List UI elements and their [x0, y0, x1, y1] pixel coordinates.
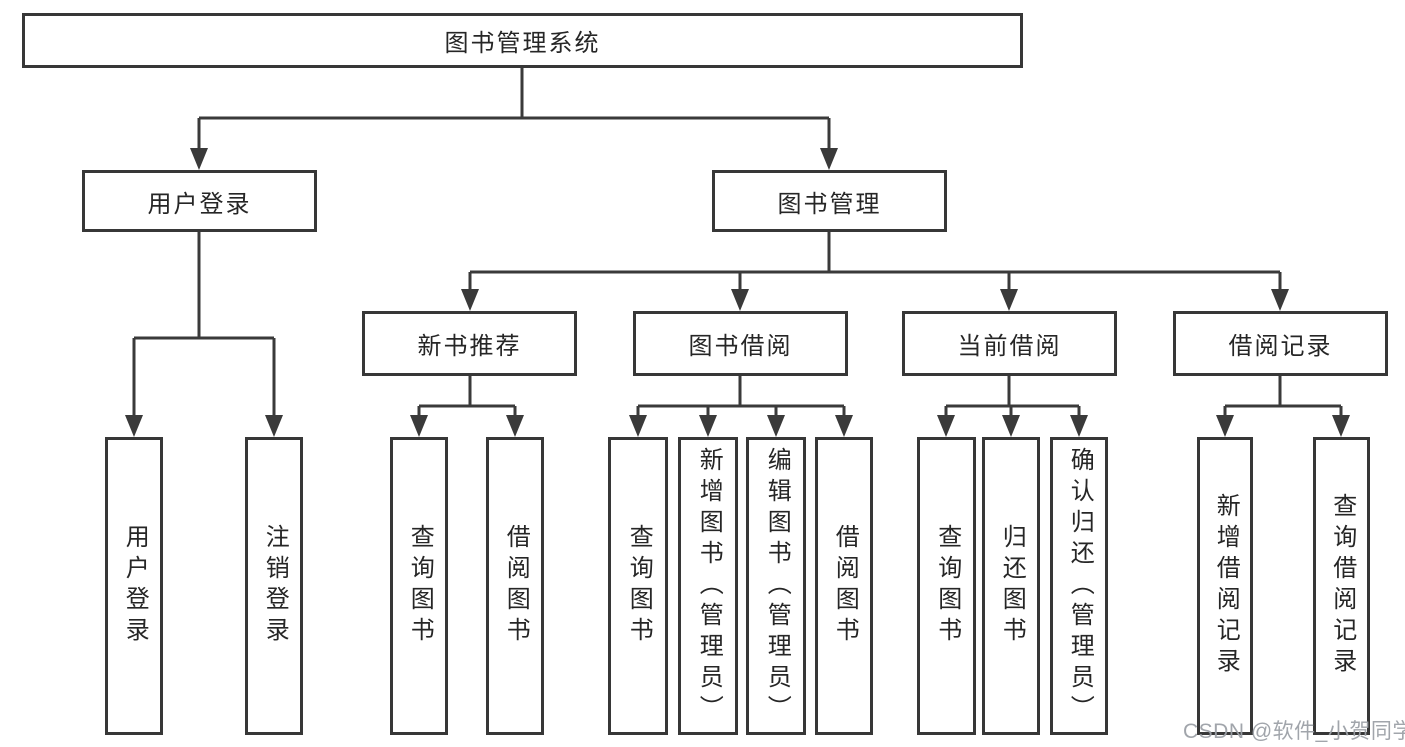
- arrowhead-icon: [410, 415, 524, 437]
- edge-line: [944, 376, 1081, 419]
- edges-current-borrow: [937, 376, 1088, 437]
- arrowhead-icon: [461, 289, 1289, 311]
- edges-root: [190, 68, 838, 170]
- arrowhead-icon: [937, 415, 1088, 437]
- edge-line: [132, 232, 276, 419]
- node-library-management-system: 图书管理系统: [22, 13, 1023, 68]
- edges-user-login: [125, 232, 283, 437]
- node-leaf-return-book: 归还图书: [982, 437, 1040, 735]
- node-new-book-recommend: 新书推荐: [362, 311, 577, 376]
- node-leaf-query-book-borrow: 查询图书: [608, 437, 668, 735]
- node-leaf-borrow-book: 借阅图书: [815, 437, 873, 735]
- arrowhead-icon: [125, 415, 283, 437]
- node-leaf-user-login: 用户登录: [105, 437, 163, 735]
- node-leaf-add-borrow-record: 新增借阅记录: [1197, 437, 1253, 735]
- node-leaf-edit-book-admin: 编辑图书（管理员）: [746, 437, 806, 735]
- node-user-login: 用户登录: [82, 170, 317, 232]
- node-leaf-add-book-admin: 新增图书（管理员）: [678, 437, 738, 735]
- node-leaf-query-book-recommend: 查询图书: [390, 437, 448, 735]
- node-borrow-records: 借阅记录: [1173, 311, 1388, 376]
- arrowhead-icon: [190, 148, 838, 170]
- edge-line: [1223, 376, 1343, 419]
- edges-book-borrow: [629, 376, 853, 437]
- edge-line: [468, 232, 1282, 293]
- csdn-watermark: CSDN @软件_小贺同学: [1183, 720, 1405, 743]
- node-leaf-query-book-current: 查询图书: [917, 437, 976, 735]
- edges-new-book-recommend: [410, 376, 524, 437]
- node-leaf-borrow-book-recommend: 借阅图书: [486, 437, 544, 735]
- edge-line: [197, 68, 831, 150]
- node-leaf-logout: 注销登录: [245, 437, 303, 735]
- node-book-borrow: 图书借阅: [633, 311, 848, 376]
- node-current-borrow: 当前借阅: [902, 311, 1117, 376]
- edges-borrow-records: [1216, 376, 1350, 437]
- arrowhead-icon: [1216, 415, 1350, 437]
- node-leaf-confirm-return-admin: 确认归还（管理员）: [1050, 437, 1108, 735]
- edge-line: [417, 376, 517, 419]
- edges-book-management: [461, 232, 1289, 311]
- arrowhead-icon: [629, 415, 853, 437]
- node-leaf-query-borrow-record: 查询借阅记录: [1313, 437, 1370, 735]
- node-book-management: 图书管理: [712, 170, 947, 232]
- edge-line: [636, 376, 846, 419]
